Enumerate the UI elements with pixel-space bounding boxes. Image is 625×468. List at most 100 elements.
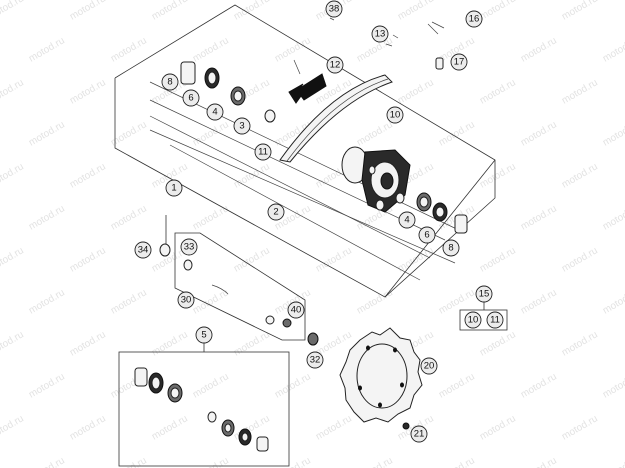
callout: 11 <box>486 311 504 329</box>
watermark-text: motod.ru <box>68 0 108 23</box>
svg-text:33: 33 <box>184 242 195 253</box>
svg-text:10: 10 <box>468 315 479 326</box>
callout: 4 <box>206 103 224 121</box>
screw-part <box>402 422 410 430</box>
watermark-text: motod.ru <box>478 161 518 190</box>
watermark-text: motod.ru <box>437 371 477 400</box>
watermark-text: motod.ru <box>68 77 108 106</box>
box-leader-lines <box>149 81 466 281</box>
watermark-text: motod.ru <box>560 329 600 358</box>
callout: 4 <box>398 211 416 229</box>
valve-part <box>427 21 445 35</box>
callout: 8 <box>442 239 460 257</box>
watermark-text: motod.ru <box>273 371 313 400</box>
watermark-text: motod.ru <box>27 287 67 316</box>
watermark-text: motod.ru <box>109 203 149 232</box>
svg-text:4: 4 <box>404 215 409 226</box>
callout: 15 <box>475 285 493 303</box>
callout: 38 <box>325 0 343 18</box>
svg-text:3: 3 <box>239 121 244 132</box>
watermark-text: motod.ru <box>314 413 354 442</box>
svg-text:16: 16 <box>469 14 480 25</box>
svg-text:15: 15 <box>479 289 490 300</box>
svg-text:32: 32 <box>310 355 321 366</box>
callout: 21 <box>410 425 428 443</box>
svg-text:6: 6 <box>188 93 193 104</box>
svg-text:10: 10 <box>390 110 401 121</box>
svg-text:12: 12 <box>330 60 341 71</box>
watermark-text: motod.ru <box>601 287 625 316</box>
watermark-text: motod.ru <box>68 413 108 442</box>
callout: 20 <box>420 357 438 375</box>
callout: 6 <box>182 89 200 107</box>
ring-part <box>264 109 276 123</box>
callout: 34 <box>134 241 152 259</box>
callout: 1 <box>165 179 183 197</box>
watermark-text: motod.ru <box>232 329 272 358</box>
watermark-text: motod.ru <box>601 35 625 64</box>
callout: 13 <box>371 25 389 43</box>
svg-text:30: 30 <box>181 295 192 306</box>
watermark-text: motod.ru <box>396 0 436 23</box>
watermark-text: motod.ru <box>560 245 600 274</box>
svg-text:11: 11 <box>258 147 268 158</box>
brake-disc-part <box>339 327 423 423</box>
watermark-text: motod.ru <box>191 119 231 148</box>
watermark-text: motod.ru <box>560 161 600 190</box>
left-bearing-parts <box>180 61 276 123</box>
watermark-text: motod.ru <box>150 329 190 358</box>
watermark-text: motod.ru <box>519 35 559 64</box>
wheel-assembly-box <box>114 4 496 298</box>
svg-text:2: 2 <box>273 207 278 218</box>
watermark-text: motod.ru <box>150 413 190 442</box>
watermark-text: motod.ru <box>191 371 231 400</box>
watermark-text: motod.ru <box>232 0 272 23</box>
svg-text:5: 5 <box>201 330 206 341</box>
callout: 6 <box>418 226 436 244</box>
rim-part <box>279 74 393 163</box>
watermark-text: motod.ru <box>27 371 67 400</box>
right-bearing-parts <box>416 192 468 234</box>
watermark-text: motod.ru <box>601 455 625 468</box>
watermark-text: motod.ru <box>109 287 149 316</box>
callout: 17 <box>450 53 468 71</box>
svg-text:11: 11 <box>490 315 500 326</box>
svg-text:8: 8 <box>448 243 453 254</box>
watermark-text: motod.ru <box>109 35 149 64</box>
callout: 12 <box>326 56 344 74</box>
small-parts <box>307 17 445 430</box>
kit-box-15 <box>459 302 508 331</box>
watermark-text: motod.ru <box>519 203 559 232</box>
bearing-kit-box <box>118 343 290 467</box>
watermark-text: motod.ru <box>150 0 190 23</box>
axle-plate-group <box>174 232 306 341</box>
watermark-text: motod.ru <box>478 329 518 358</box>
watermark-text: motod.ru <box>0 329 26 358</box>
direction-arrow <box>288 73 327 104</box>
watermark-text: motod.ru <box>601 119 625 148</box>
svg-text:34: 34 <box>138 245 149 256</box>
watermark-text: motod.ru <box>478 245 518 274</box>
watermark-text: motod.ru <box>601 371 625 400</box>
watermark-text: motod.ru <box>27 203 67 232</box>
svg-text:4: 4 <box>212 107 217 118</box>
watermark-text: motod.ru <box>0 0 26 23</box>
callout: 11 <box>254 143 272 161</box>
watermark-text: motod.ru <box>27 455 67 468</box>
watermark-text: motod.ru <box>68 161 108 190</box>
watermark-text: motod.ru <box>478 413 518 442</box>
watermark-text: motod.ru <box>232 161 272 190</box>
watermark-text: motod.ru <box>0 245 26 274</box>
callout: 32 <box>306 351 324 369</box>
disc-bolt-part <box>307 332 319 346</box>
svg-text:6: 6 <box>424 230 429 241</box>
callout-layer: 38 16 13 12 17 8 6 4 3 10 11 1 2 4 6 8 3… <box>134 0 504 443</box>
callout: 3 <box>233 117 251 135</box>
axle-bolt-part <box>159 215 171 257</box>
svg-text:20: 20 <box>424 361 435 372</box>
watermark-text: motod.ru <box>519 119 559 148</box>
watermark-text: motod.ru <box>355 119 395 148</box>
